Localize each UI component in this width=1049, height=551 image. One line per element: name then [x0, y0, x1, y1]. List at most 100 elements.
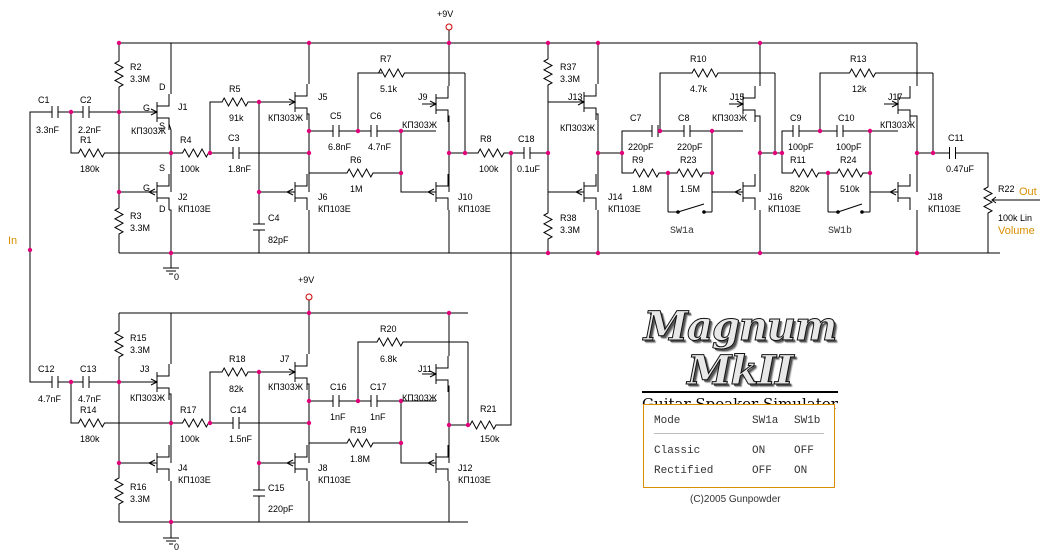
c17-label: C17	[370, 382, 387, 392]
jfet-j2	[143, 174, 170, 210]
junction-node	[306, 40, 312, 46]
resistor-r21	[466, 419, 500, 431]
r5-label: R5	[229, 84, 241, 94]
capacitor-c15	[253, 484, 265, 502]
resistor-r11	[786, 167, 825, 179]
junction-node	[27, 247, 33, 253]
logo: Magnum MkII Guitar Speaker Simulator	[615, 304, 865, 414]
r23-value: 1.5M	[680, 184, 700, 194]
c9-label: C9	[790, 113, 802, 123]
capacitor-c12	[45, 376, 65, 388]
j18-type: КП103Е	[928, 204, 961, 214]
resistor-r5	[220, 96, 250, 108]
resistor-r15	[113, 328, 125, 360]
r9-label: R9	[632, 155, 644, 165]
r24-label: R24	[840, 155, 857, 165]
sw1b-label: SW1b	[828, 225, 852, 237]
capacitor-c10	[830, 125, 850, 137]
junction-node	[930, 150, 936, 156]
capacitor-c1	[45, 106, 65, 118]
junction-node	[595, 150, 601, 156]
c16-label: C16	[330, 382, 347, 392]
wire	[965, 152, 989, 182]
switch-contact	[676, 210, 680, 214]
transistor-body	[729, 174, 756, 210]
jfet-j18	[884, 174, 911, 210]
j6-label: J6	[318, 192, 328, 202]
r10-label: R10	[690, 54, 707, 64]
j4-label: J4	[178, 463, 188, 473]
c15-value: 220pF	[268, 504, 294, 514]
r37-value: 3.3M	[560, 74, 580, 84]
resistor-r19	[340, 437, 380, 449]
wire	[621, 153, 630, 174]
wire	[659, 72, 690, 131]
junction-node	[168, 150, 174, 156]
resistor-r9	[630, 167, 662, 179]
wire	[598, 130, 646, 154]
transistor-arrow	[288, 98, 297, 106]
c2-value: 2.2nF	[78, 125, 102, 135]
wire	[760, 130, 786, 154]
j2-source: S	[159, 163, 165, 173]
vcc-top	[445, 23, 453, 31]
junction-node	[772, 150, 778, 156]
capacitor-c4	[253, 218, 265, 236]
junction-node	[256, 99, 262, 105]
j17-type: КП303Ж	[880, 120, 916, 130]
r10-value: 4.7k	[690, 84, 708, 94]
c7-label: C7	[630, 113, 642, 123]
r13-label: R13	[850, 54, 867, 64]
junction-node	[398, 440, 404, 446]
r17-value: 100k	[180, 434, 200, 444]
j14-type: КП103Е	[608, 204, 641, 214]
j5-type: КП303Ж	[268, 113, 304, 123]
j1-gate: G	[143, 103, 150, 113]
junction-node	[168, 420, 174, 426]
j15-label: J15	[730, 92, 745, 102]
capacitor-c9	[786, 125, 806, 137]
junction-node	[446, 422, 452, 428]
ground-bottom	[163, 532, 179, 545]
junction-node	[508, 150, 514, 156]
jfet-j1	[143, 94, 170, 130]
wire	[781, 153, 786, 174]
transistor-arrow	[147, 459, 156, 467]
transistor-arrow	[733, 188, 742, 196]
jfet-j12	[422, 445, 449, 481]
jfet-j13	[570, 84, 597, 120]
transistor-arrow	[285, 188, 294, 196]
wire	[307, 113, 310, 192]
r8-label: R8	[480, 134, 492, 144]
resistor-r4	[171, 147, 220, 159]
j11-type: КП303Ж	[402, 393, 438, 403]
wire	[209, 101, 220, 153]
jfet-j3	[143, 364, 170, 400]
vcc-bottom	[305, 293, 313, 301]
jfet-j16	[729, 174, 756, 210]
c14-value: 1.5nF	[229, 434, 253, 444]
j12-type: КП103Е	[458, 475, 491, 485]
junction-node	[446, 150, 452, 156]
transistor-arrow	[150, 378, 159, 386]
transistor-body	[570, 174, 597, 210]
junction-node	[665, 170, 671, 176]
transistor-arrow	[285, 459, 294, 467]
j17-label: J17	[888, 92, 903, 102]
j9-type: КП303Ж	[402, 120, 438, 130]
j4-type: КП103Е	[178, 475, 211, 485]
junction-node	[355, 398, 361, 404]
transistor-arrow	[426, 459, 435, 467]
junction-node	[619, 150, 625, 156]
r4-label: R4	[180, 135, 192, 145]
c2-label: C2	[80, 95, 92, 105]
wire	[357, 72, 382, 131]
resistor-r1	[73, 147, 110, 159]
j14-label: J14	[608, 192, 623, 202]
wire	[29, 250, 45, 383]
wire	[819, 72, 845, 131]
junction-node	[116, 109, 122, 115]
r14-value: 180k	[80, 434, 100, 444]
junction-node	[779, 150, 785, 156]
r21-label: R21	[480, 404, 497, 414]
